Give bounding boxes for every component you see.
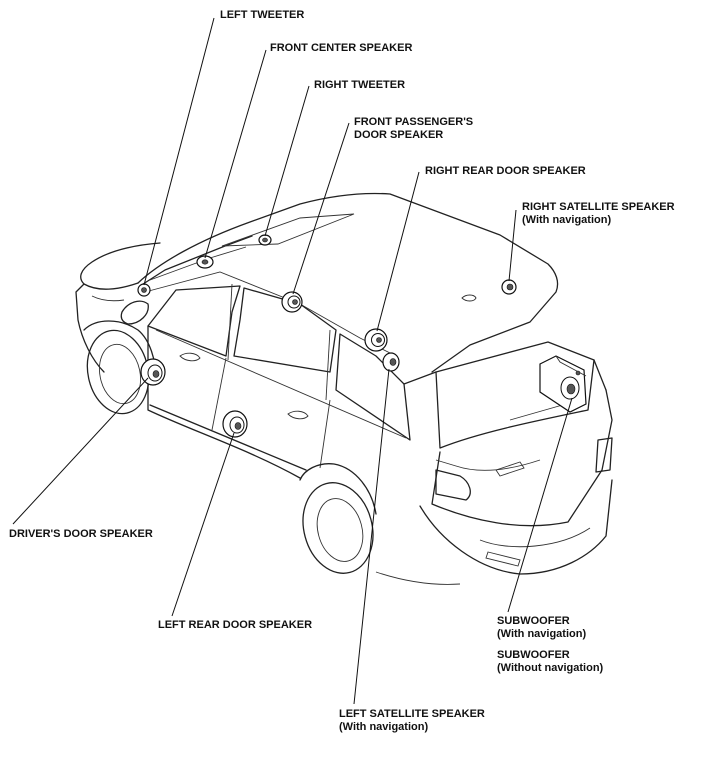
label-right-rear-door-speaker: RIGHT REAR DOOR SPEAKER <box>425 165 586 177</box>
leader-right-rear-door <box>376 171 420 332</box>
speakers <box>137 234 587 438</box>
leader-front-passenger-door <box>292 122 350 295</box>
leader-left-satellite <box>353 368 390 705</box>
label-left-satellite-speaker-line1: LEFT SATELLITE SPEAKER <box>339 708 485 720</box>
label-front-passenger-door-speaker-line2: DOOR SPEAKER <box>354 129 443 141</box>
label-front-passenger-door-speaker-line1: FRONT PASSENGER'S <box>354 116 473 128</box>
leader-left-rear-door <box>171 432 235 617</box>
right-rear-door-speaker <box>364 328 388 352</box>
right-tweeter-speaker <box>258 234 272 246</box>
label-left-tweeter: LEFT TWEETER <box>220 9 304 21</box>
label-drivers-door-speaker: DRIVER'S DOOR SPEAKER <box>9 528 153 540</box>
leader-drivers-door <box>12 377 149 525</box>
label-subwoofer-nav-line1: SUBWOOFER <box>497 615 570 627</box>
label-right-satellite-speaker-line2: (With navigation) <box>522 214 611 226</box>
front-center-speaker <box>196 255 214 269</box>
label-left-rear-door-speaker: LEFT REAR DOOR SPEAKER <box>158 619 312 631</box>
label-subwoofer-nonav-line2: (Without navigation) <box>497 662 604 674</box>
left-satellite-speaker <box>382 352 400 372</box>
leader-right-satellite <box>508 209 517 282</box>
label-front-center-speaker: FRONT CENTER SPEAKER <box>270 42 412 54</box>
label-subwoofer-nonav-line1: SUBWOOFER <box>497 649 570 661</box>
front-passenger-door-speaker <box>281 291 303 313</box>
leader-right-tweeter <box>264 85 310 237</box>
callout-labels: LEFT TWEETER FRONT CENTER SPEAKER RIGHT … <box>9 9 675 733</box>
leader-lines <box>12 17 573 705</box>
label-subwoofer-nav-line2: (With navigation) <box>497 628 586 640</box>
vehicle-outline <box>75 192 613 585</box>
label-left-satellite-speaker-line2: (With navigation) <box>339 721 428 733</box>
right-satellite-speaker <box>501 279 517 295</box>
label-right-tweeter: RIGHT TWEETER <box>314 79 405 91</box>
leader-subwoofer <box>507 397 573 613</box>
left-rear-door-speaker <box>222 410 248 438</box>
leader-left-tweeter <box>143 17 215 286</box>
leader-front-center <box>204 49 267 259</box>
subwoofer-speaker <box>539 355 587 413</box>
left-tweeter-speaker <box>137 283 151 297</box>
label-right-satellite-speaker-line1: RIGHT SATELLITE SPEAKER <box>522 201 675 213</box>
